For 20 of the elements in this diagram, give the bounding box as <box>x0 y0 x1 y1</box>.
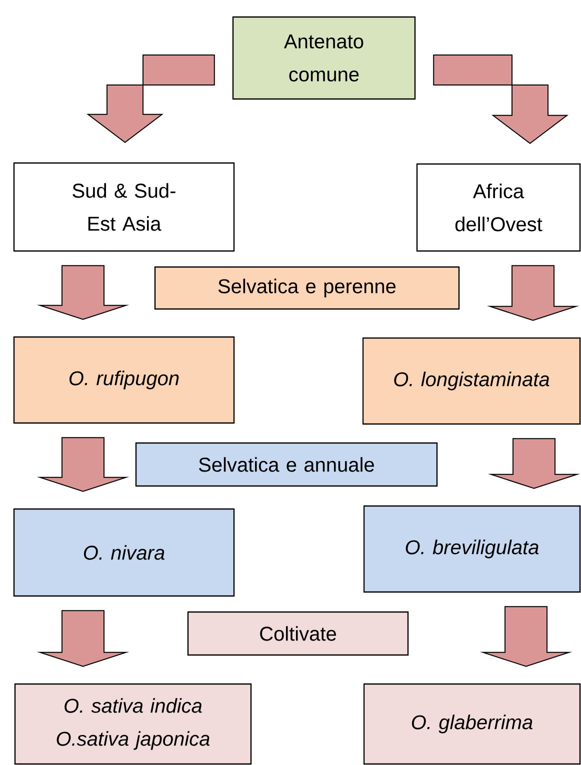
block-arrow <box>36 265 130 320</box>
process-box: Antenato comune <box>232 16 416 100</box>
species-box: O. rufipugon <box>13 336 235 424</box>
block-arrow <box>480 606 572 667</box>
category-box: Selvatica e annuale <box>135 442 438 487</box>
category-box: Coltivate <box>187 611 409 656</box>
block-arrow <box>36 610 130 667</box>
region-box: Sud & Sud-Est Asia <box>13 162 235 252</box>
species-box: O. breviligulata <box>363 505 581 593</box>
category-box: Selvatica e perenne <box>154 266 460 310</box>
block-arrow <box>433 54 568 144</box>
species-box: O. glaberrima <box>363 683 581 765</box>
block-arrow <box>86 54 215 144</box>
species-box: O. sativa indica O.sativa japonica <box>14 683 252 765</box>
block-arrow <box>486 265 580 321</box>
species-box: O. longistaminata <box>362 337 581 425</box>
block-arrow <box>488 438 580 489</box>
block-arrow <box>36 437 130 492</box>
species-box: O. nivara <box>13 508 235 597</box>
region-box: Africa dell’Ovest <box>416 163 581 252</box>
